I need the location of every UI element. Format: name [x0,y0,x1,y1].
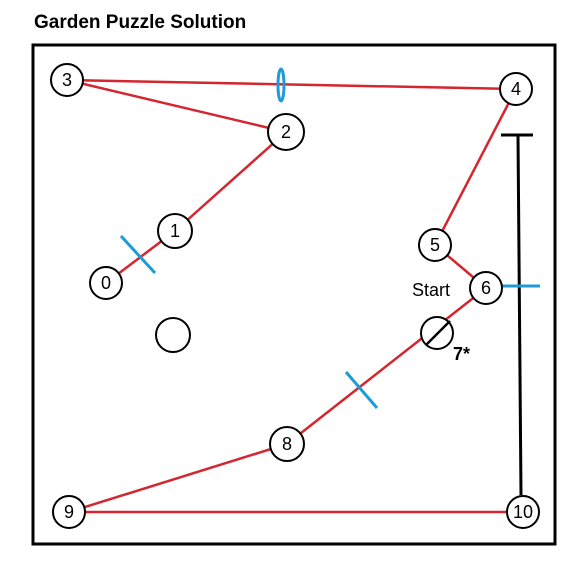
node-2-label: 2 [281,122,291,142]
node-10: 10 [506,495,540,529]
path-6-8 [286,287,487,445]
node-8-label: 8 [282,434,292,454]
node-10-label: 10 [513,502,533,522]
node-5: 5 [418,228,452,262]
node-6-label: 6 [481,278,491,298]
solution-path [66,78,523,514]
node-3-label: 3 [62,70,72,90]
node-3: 3 [50,63,84,97]
node-2: 2 [267,113,305,151]
node-7-note: 7* [453,344,470,364]
node-7-strike [425,320,451,346]
start-label: Start [412,280,450,300]
node-0-label: 0 [101,273,111,293]
node-6: 6 [469,271,503,305]
page-title: Garden Puzzle Solution [34,12,247,33]
node-1: 1 [157,213,193,249]
garden-border [31,43,557,546]
path-1-2 [174,131,287,232]
empty-node [155,317,191,353]
node-1-label: 1 [170,221,180,241]
marker-0-1 [119,234,157,275]
wall-vertical [516,135,523,496]
node-7 [420,316,454,350]
wall [501,133,533,496]
node-4-label: 4 [511,79,521,99]
marker-3-4 [276,67,286,103]
path-2-3 [66,78,287,134]
markers [119,67,540,409]
node-8: 8 [269,426,305,462]
path-4-5 [433,88,518,246]
path-8-9 [68,442,288,514]
node-9: 9 [52,495,86,529]
node-5-label: 5 [430,235,440,255]
path-3-4 [66,78,517,91]
node-4: 4 [499,72,533,106]
node-9-label: 9 [64,502,74,522]
marker-6-8 [344,371,379,409]
node-0: 0 [89,266,123,300]
